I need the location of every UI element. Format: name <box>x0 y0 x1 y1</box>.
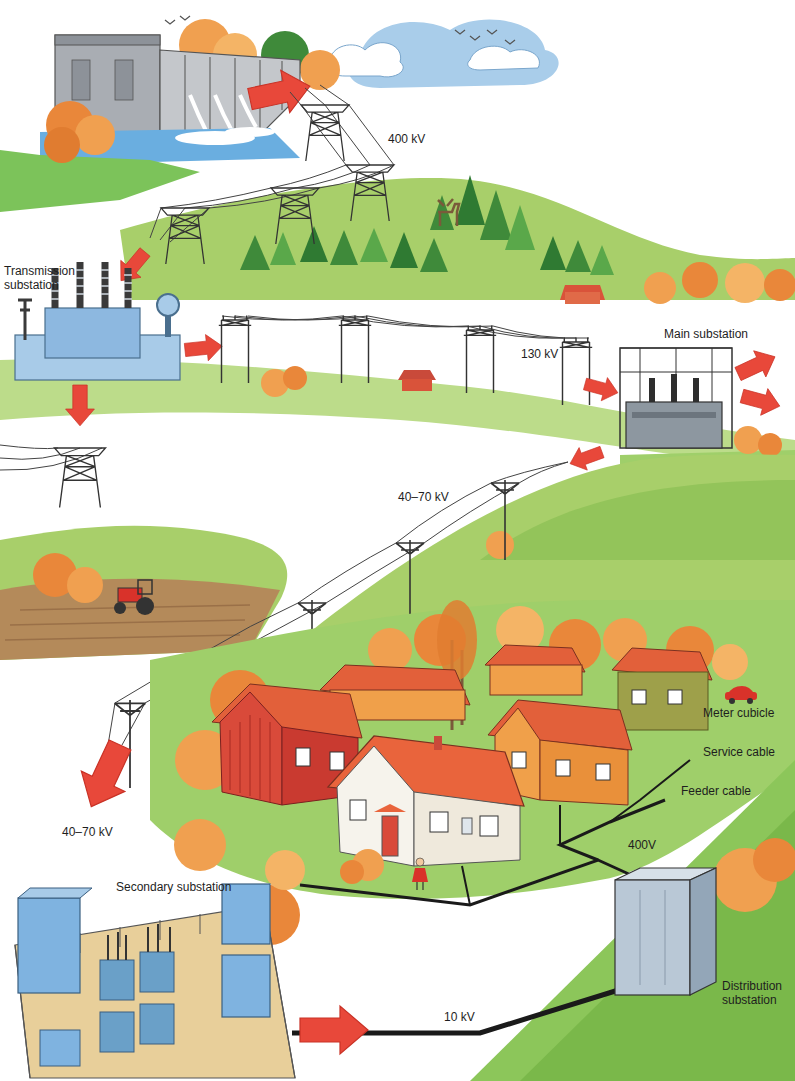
part-label: Service cable <box>703 745 775 759</box>
voltage-label: 40–70 kV <box>398 490 449 504</box>
transmission-line-130kv <box>219 316 592 406</box>
flow-arrow <box>70 735 142 817</box>
voltage-label: 400V <box>628 838 656 852</box>
secondary-substation <box>15 819 305 1078</box>
flow-arrow <box>184 333 224 363</box>
flow-arrow <box>246 65 315 120</box>
voltage-label: 130 kV <box>521 347 558 361</box>
place-label: Distribution substation <box>722 979 792 1008</box>
village <box>150 600 795 899</box>
transmission-line-400kv <box>150 85 394 264</box>
ground-bottom <box>470 760 795 1081</box>
flow-arrow <box>111 244 155 290</box>
voltage-label: 40–70 kV <box>62 825 113 839</box>
distribution-substation <box>615 868 716 995</box>
flow-arrow <box>732 344 781 387</box>
place-label: Main substation <box>664 327 748 341</box>
part-label: Feeder cable <box>681 784 751 798</box>
part-label: Meter cubicle <box>703 706 774 720</box>
place-label: Transmission substation <box>4 264 100 293</box>
field-tractor <box>0 445 287 660</box>
place-label: Secondary substation <box>116 880 231 894</box>
flow-arrow <box>300 1006 368 1054</box>
flow-arrow <box>66 385 95 426</box>
flow-arrow <box>582 372 621 404</box>
hills-forest <box>120 175 795 304</box>
hydro-power-station <box>0 19 340 212</box>
voltage-label: 10 kV <box>444 1010 475 1024</box>
voltage-label: 400 kV <box>388 132 425 146</box>
flow-arrow <box>738 383 783 420</box>
